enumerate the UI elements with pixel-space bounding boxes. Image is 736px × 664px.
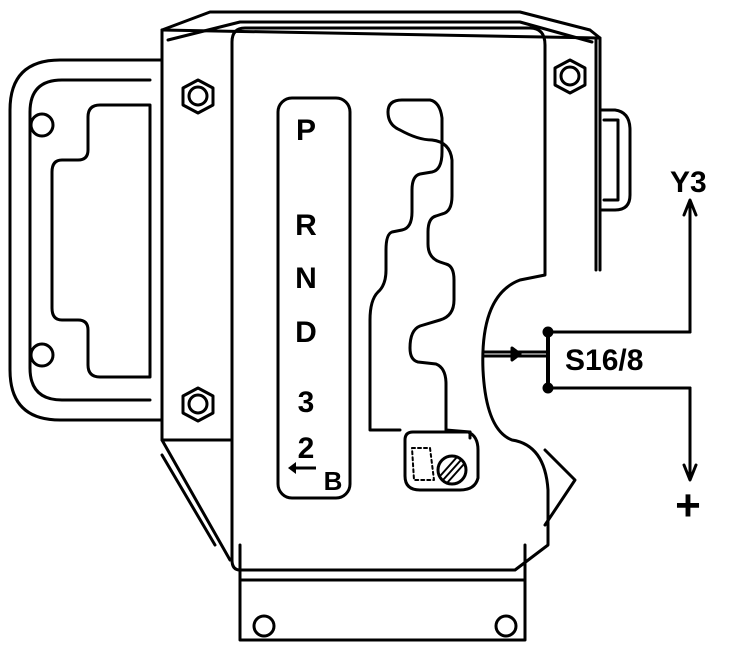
gear-label-r: R	[295, 209, 317, 242]
gear-label-3: 3	[298, 386, 315, 419]
bolt-top-left	[181, 78, 215, 115]
lock-pin	[436, 454, 468, 486]
arrow-icon	[288, 462, 316, 474]
lever-lock-block	[403, 430, 480, 492]
gear-indicator-window	[276, 96, 352, 500]
left-mounting-flange	[8, 58, 164, 422]
gate-plate	[230, 26, 550, 642]
gear-label-2: 2	[298, 432, 315, 465]
terminal-top-label: Y3	[670, 166, 707, 199]
bolt-bottom-left	[181, 386, 215, 423]
gear-label-b: B	[324, 466, 343, 496]
gear-position-labels: P R N D 3 2 B	[288, 114, 342, 496]
base-hole-right	[494, 614, 518, 638]
base-hole-left	[252, 614, 276, 638]
switch-label: S16/8	[565, 344, 643, 377]
shift-gate-slot	[368, 98, 472, 440]
gear-label-n: N	[295, 262, 317, 295]
terminal-bottom-label: +	[675, 481, 701, 530]
flange-hole-top	[29, 112, 55, 138]
gear-label-d: D	[295, 316, 317, 349]
flange-hole-bottom	[29, 342, 55, 368]
switch-wiring	[482, 198, 698, 482]
bolt-top-right	[553, 58, 587, 95]
gear-label-p: P	[296, 114, 316, 147]
housing-bolts	[181, 58, 587, 423]
